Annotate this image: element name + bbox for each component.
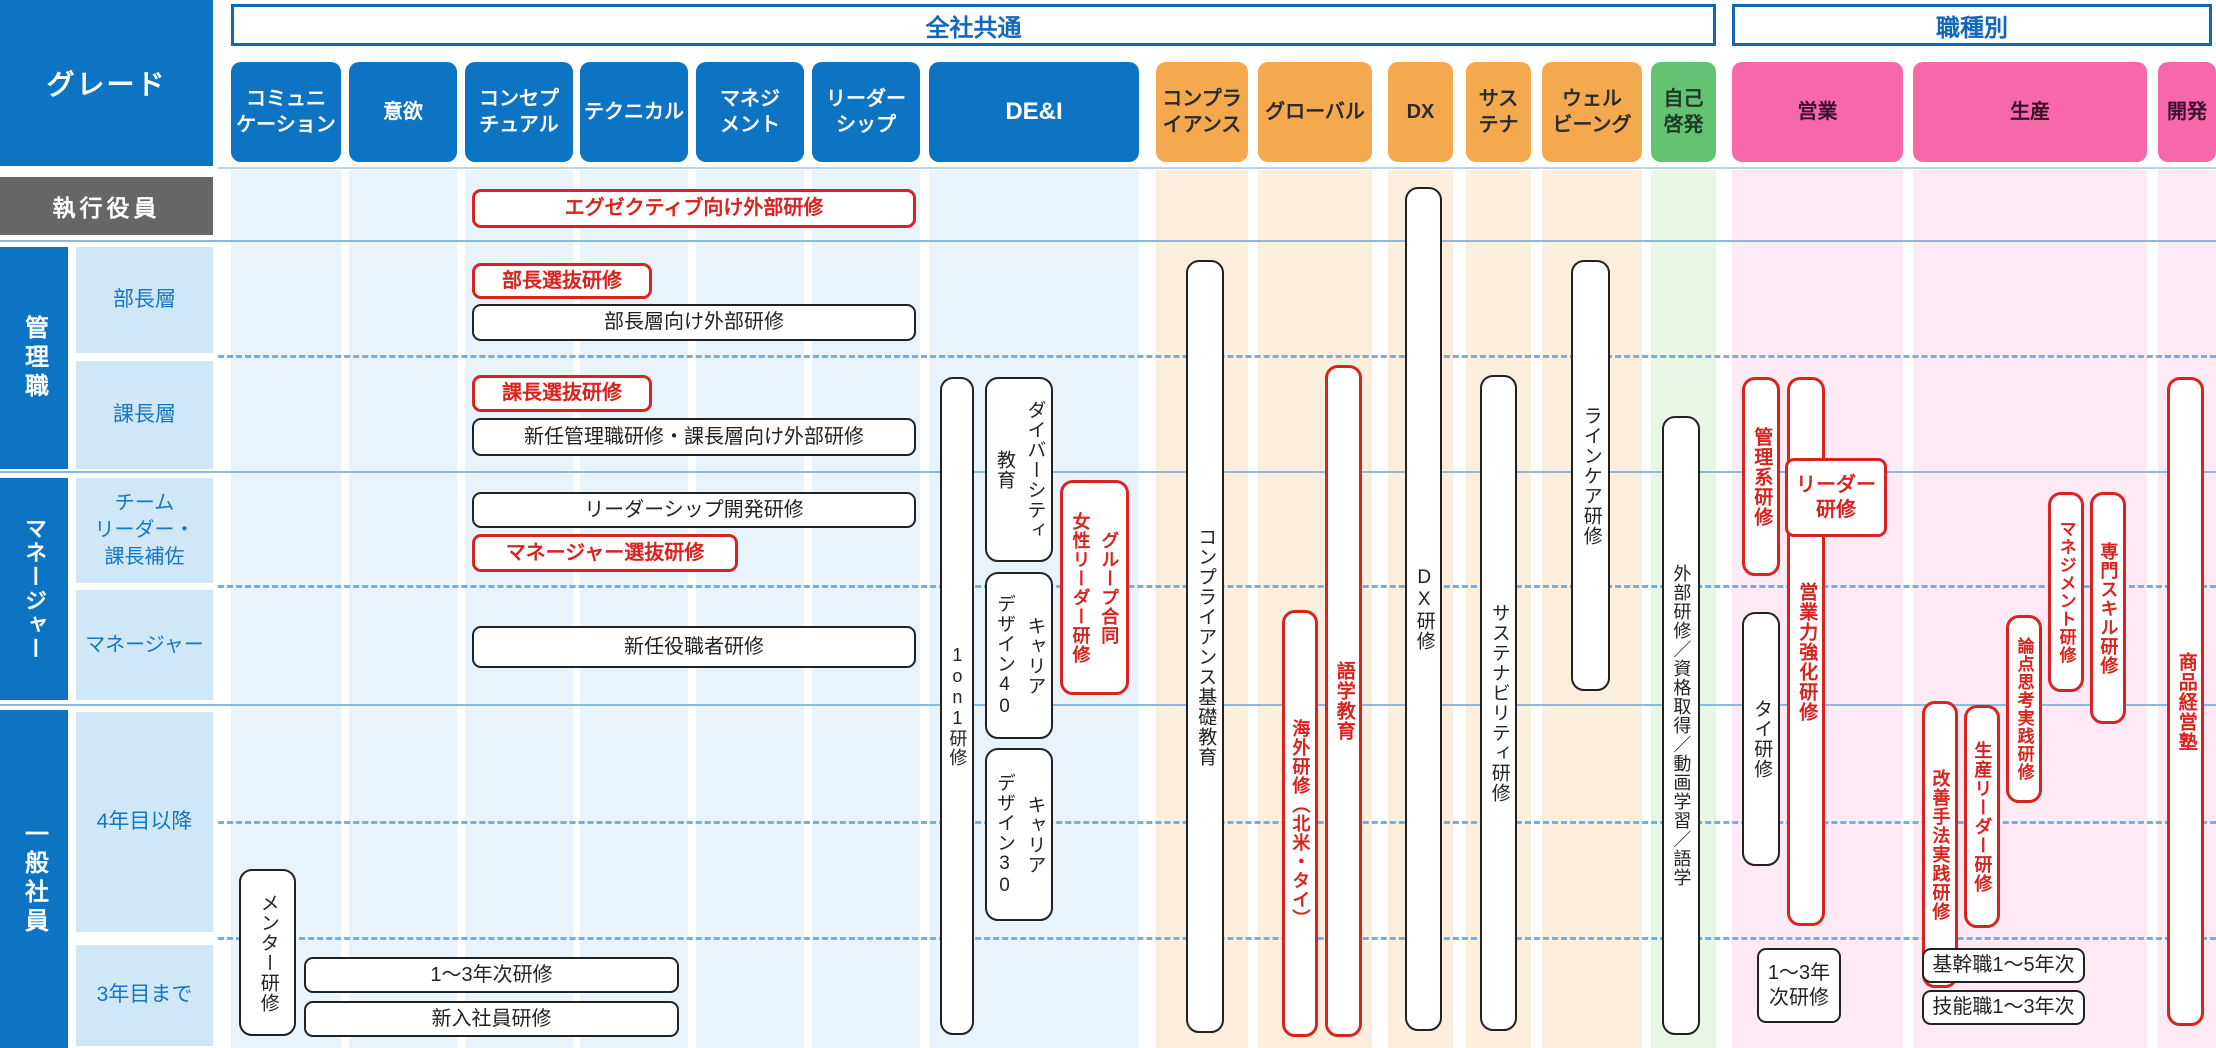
banner-by-job-type: 職種別 [1732,4,2212,46]
column-chip-technical: テクニカル [580,62,688,162]
column-chip-production: 生産 [1913,62,2147,162]
training-box-production-leader: 生産リーダー研修 [1964,705,2000,928]
column-chip-management: マネジ メント [696,62,804,162]
training-box-leadership-development: リーダーシップ開発研修 [472,492,916,528]
training-box-core-staff-year1-5: 基幹職1〜5年次 [1922,948,2085,983]
training-box-thai-training: タイ研修 [1742,612,1780,866]
banner-company-wide: 全社共通 [231,4,1716,46]
grade-sub-department-head: 部長層 [76,247,213,353]
training-box-executive-external: エグゼクティブ向け外部研修 [472,189,916,228]
column-chip-self-development: 自己 啓発 [1651,62,1716,162]
column-chip-leadership: リーダー シップ [812,62,920,162]
column-stripe [812,170,920,1048]
grade-group-manager: マネージャー [0,478,68,700]
training-box-management-training: マネジメント研修 [2048,492,2084,692]
column-stripe [465,170,573,1048]
training-box-career-design-40: キャリア デザイン40 [985,572,1053,739]
training-box-self-dev-external: 外部研修／資格取得／動画学習／語学 [1662,416,1700,1035]
training-box-sales-year1-3: 1〜3年 次研修 [1757,948,1841,1023]
training-box-linecare-training: ラインケア研修 [1571,260,1610,691]
training-box-newcomer-training: 新入社員研修 [304,1001,679,1037]
column-chip-dx: DX [1388,62,1453,162]
training-box-language-education: 語学教育 [1325,365,1362,1037]
training-box-1on1: 1on1研修 [940,377,974,1035]
header-divider-line [218,167,2216,169]
grade-sub-year4-plus: 4年目以降 [76,712,213,932]
training-box-new-manager-external: 新任管理職研修・課長層向け外部研修 [472,418,916,456]
grade-sub-manager: マネージャー [76,590,213,700]
grade-header: グレード [0,0,213,166]
column-chip-global: グローバル [1258,62,1372,162]
training-box-leader-training: リーダー 研修 [1785,458,1887,537]
column-chip-dei: DE&I [929,62,1139,162]
training-box-compliance-basic: コンプライアンス基礎教育 [1186,260,1224,1033]
training-box-bucho-selection: 部長選抜研修 [472,263,652,299]
column-chip-conceptual: コンセプ チュアル [465,62,573,162]
training-box-product-management-school: 商品経営塾 [2167,377,2204,1026]
grade-sub-section-head: 課長層 [76,361,213,469]
training-box-diversity-education: ダイバーシティ 教育 [985,377,1053,562]
column-stripe [696,170,804,1048]
training-box-administrative-training: 管理系研修 [1742,377,1780,576]
training-box-dx-training: DX研修 [1405,187,1442,1031]
column-stripe [580,170,688,1048]
grade-group-management: 管理職 [0,247,68,469]
grade-sub-up-to-year3: 3年目まで [76,945,213,1046]
row-divider-line [0,704,2216,706]
row-divider-line [0,240,2216,242]
column-chip-sales: 営業 [1732,62,1903,162]
column-stripe [349,170,457,1048]
grade-group-general-staff: 一般社員 [0,710,68,1048]
column-chip-wellbeing: ウェル ビーング [1542,62,1642,162]
training-box-group-women-leader: グループ合同 女性リーダー研修 [1060,480,1129,695]
training-box-skilled-staff-year1-3: 技能職1〜3年次 [1922,990,2085,1025]
grade-row-executive: 執行役員 [0,177,213,235]
training-box-new-officer: 新任役職者研修 [472,626,916,668]
column-chip-development: 開発 [2158,62,2216,162]
training-box-manager-selection: マネージャー選抜研修 [472,534,738,572]
column-chip-sustainability: サス テナ [1466,62,1531,162]
training-box-sustainability-training: サステナビリティ研修 [1480,375,1517,1031]
training-box-kaizen-practice: 改善手法実践研修 [1922,701,1958,988]
training-box-issue-thinking-practice: 論点思考実践研修 [2006,615,2042,803]
training-box-kacho-selection: 課長選抜研修 [472,375,652,412]
column-chip-compliance: コンプラ イアンス [1156,62,1248,162]
training-box-specialist-skill: 専門スキル研修 [2090,492,2126,724]
column-chip-communication: コミュニ ケーション [231,62,341,162]
training-box-mentor: メンター研修 [239,869,296,1036]
row-divider-line [0,471,2216,473]
training-box-year1-3-training: 1〜3年次研修 [304,957,679,993]
training-box-career-design-30: キャリア デザイン30 [985,748,1053,921]
training-box-bucho-external: 部長層向け外部研修 [472,304,916,341]
column-chip-motivation: 意欲 [349,62,457,162]
training-box-overseas-training: 海外研修（北米・タイ） [1282,610,1318,1037]
grade-sub-team-leader: チーム リーダー・ 課長補佐 [76,478,213,583]
